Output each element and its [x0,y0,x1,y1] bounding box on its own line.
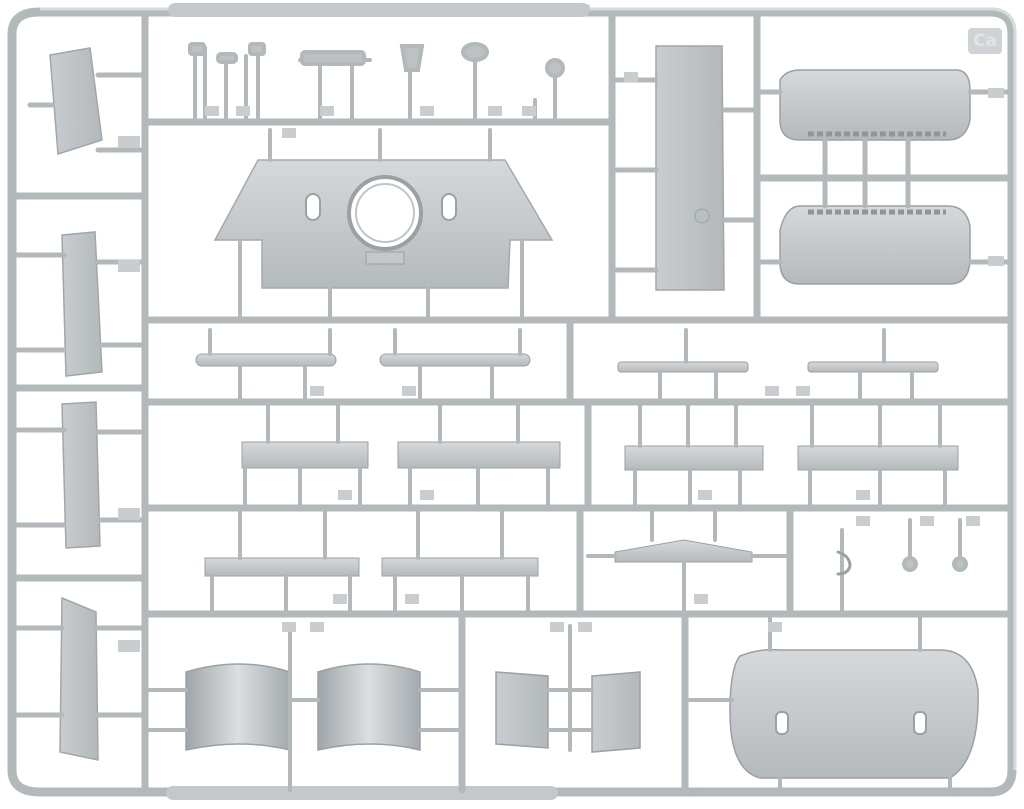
left-plate-2 [11,231,148,377]
right-vertical-plate [609,45,760,291]
row3-plates [241,400,959,510]
small-hooks [836,516,980,616]
left-plate-4 [11,596,148,761]
part-tags-top [205,106,536,116]
row4-plates [204,506,792,616]
rear-hull-plate [683,612,979,792]
runners [10,10,1014,794]
gate-tab-bottom [166,786,558,800]
stowage-boxes [143,622,464,792]
engine-grille-bottom [754,175,1013,285]
row2-bars [195,328,939,404]
sprue-letter-tag: Ca [968,28,1002,54]
door-panels [495,622,641,753]
engine-grille-top [754,69,1013,181]
outer-frame [7,7,1017,797]
left-plate-1 [27,47,148,156]
left-plate-3 [11,401,148,549]
gate-tab-top [168,3,590,17]
hull-deck-plate [213,128,554,322]
